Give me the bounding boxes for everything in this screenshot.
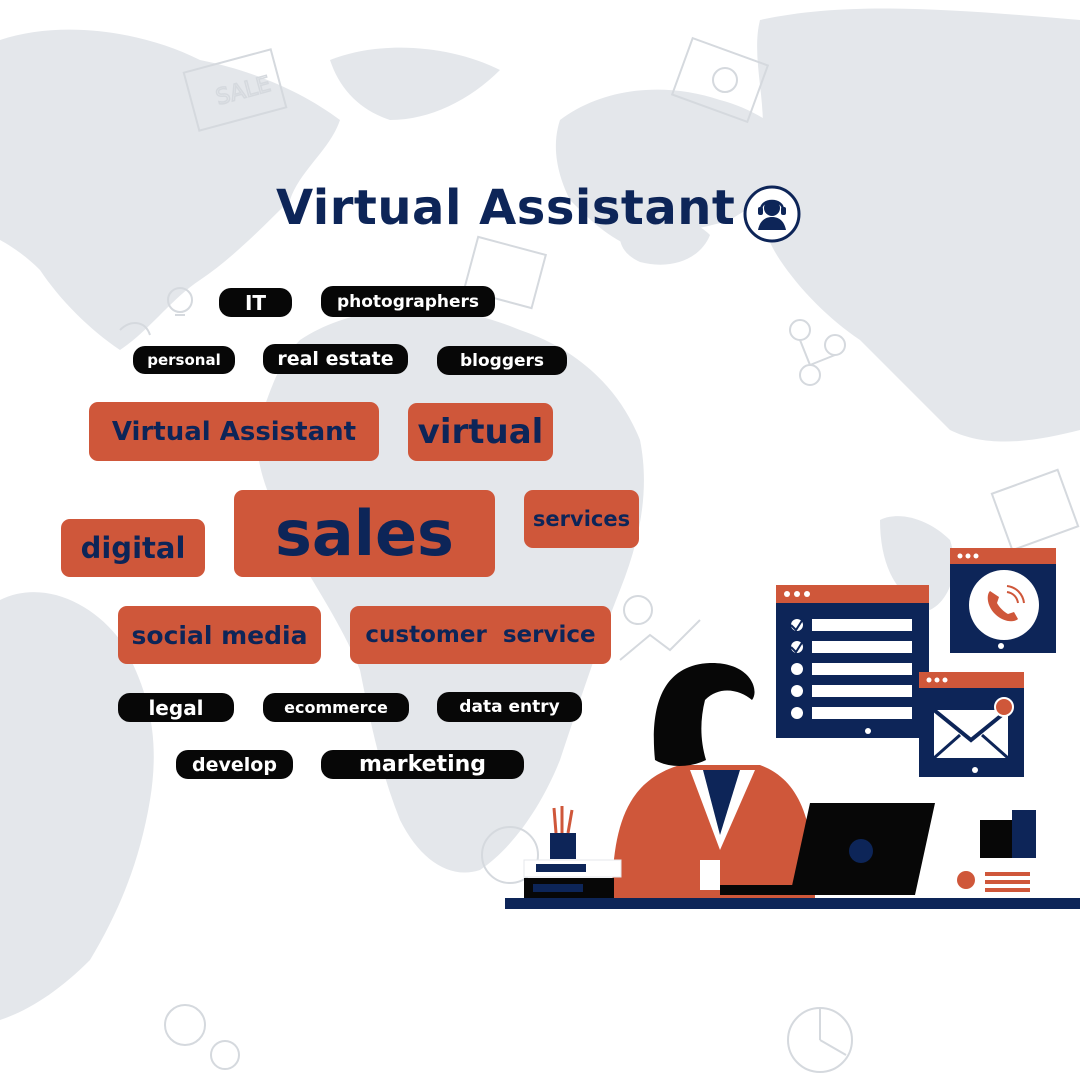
tag-marketing: marketing — [321, 750, 524, 779]
tag-digital: digital — [61, 519, 205, 577]
desk-document-icon — [945, 810, 1040, 898]
folder-icon — [990, 468, 1080, 552]
pie-chart-icon — [787, 1007, 853, 1073]
lightbulb-icon — [119, 287, 193, 336]
tag-legal: legal — [118, 693, 234, 722]
headset-user-icon — [743, 185, 801, 243]
chart-box-icon — [462, 235, 548, 310]
growth-chart-icon — [619, 595, 701, 661]
tag-it: IT — [219, 288, 292, 317]
tag-data-entry: data entry — [437, 692, 582, 722]
laptop-icon — [720, 803, 935, 895]
desk-surface — [505, 898, 1080, 909]
checklist-window-icon — [776, 585, 929, 760]
dollar-box-icon — [670, 36, 770, 124]
tag-sales: sales — [234, 490, 495, 577]
money-cycle-icon — [164, 1004, 240, 1070]
page-title: Virtual Assistant — [276, 180, 736, 236]
phone-window-icon — [950, 548, 1056, 670]
tag-develop: develop — [176, 750, 293, 779]
tag-virtual-assistant: Virtual Assistant — [89, 402, 379, 461]
tag-customer-service: customer service — [350, 606, 611, 664]
tag-virtual: virtual — [408, 403, 553, 461]
people-network-icon — [789, 319, 846, 386]
pen-holder-icon — [550, 806, 576, 859]
tag-ecommerce: ecommerce — [263, 693, 409, 722]
coin-icon — [481, 826, 539, 884]
tag-bloggers: bloggers — [437, 346, 567, 375]
woman-figure — [612, 662, 815, 900]
tag-real-estate: real estate — [263, 344, 408, 374]
tag-personal: personal — [133, 346, 235, 374]
tag-social-media: social media — [118, 606, 321, 664]
tag-photographers: photographers — [321, 286, 495, 317]
envelope-window-icon — [919, 672, 1024, 795]
books-icon — [523, 859, 622, 898]
assistant-illustration — [505, 548, 1080, 909]
tag-services: services — [524, 490, 639, 548]
